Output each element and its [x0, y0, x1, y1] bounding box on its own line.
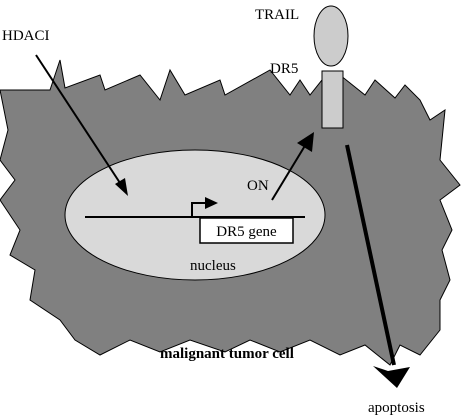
apoptosis-arrow-shaft: [345, 144, 396, 366]
cell-label: malignant tumor cell: [160, 346, 294, 362]
dr5-receptor-label: DR5: [270, 61, 298, 77]
nucleus: [64, 149, 326, 281]
promoter-arrow-head: [205, 197, 218, 209]
dr5-receptor: [321, 70, 344, 129]
hdaci-label: HDACI: [2, 28, 50, 44]
on-arrow-shaft: [271, 143, 307, 201]
hdaci-arrow-head: [115, 178, 128, 196]
dr5-gene-label: DR5 gene: [216, 224, 277, 240]
apoptosis-label: apoptosis: [368, 400, 425, 416]
trail-label: TRAIL: [255, 7, 299, 23]
promoter-arrow: [191, 202, 208, 217]
nucleus-label: nucleus: [190, 258, 236, 274]
hdaci-arrow-shaft: [35, 54, 123, 187]
dr5-gene-box: [199, 217, 294, 244]
trail-ligand: [313, 5, 349, 67]
on-label: ON: [247, 178, 269, 194]
apoptosis-arrow-head: [373, 366, 410, 388]
on-arrow-head: [297, 132, 314, 152]
